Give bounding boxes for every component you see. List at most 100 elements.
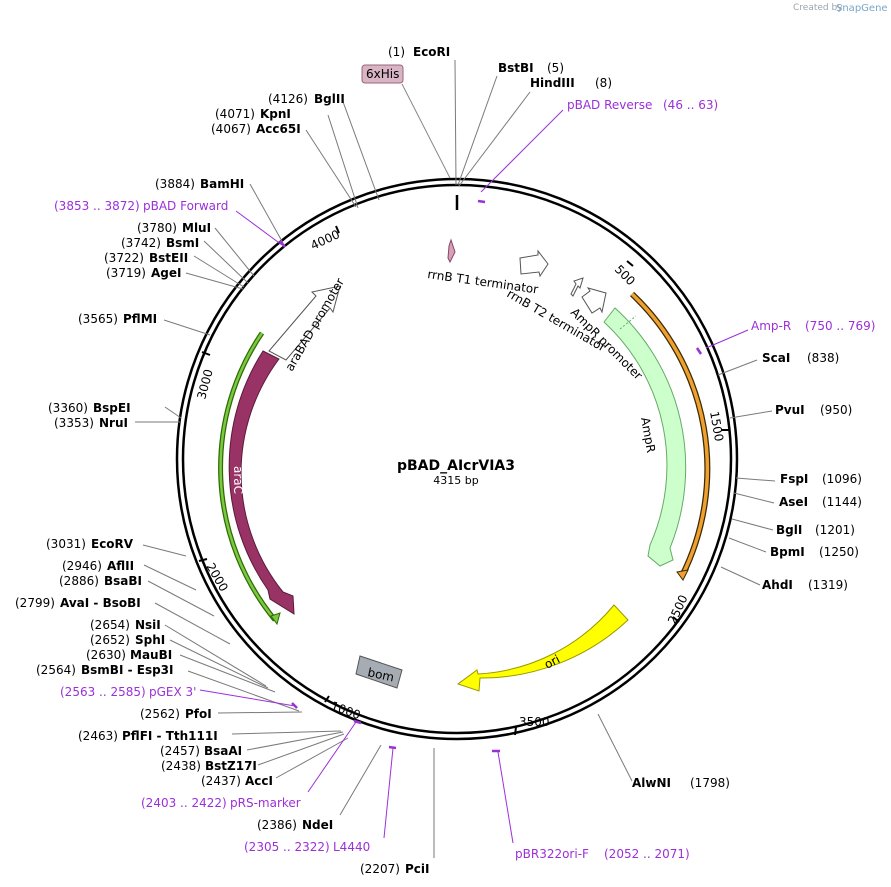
bamhi-name: BamHI (200, 177, 244, 191)
pflfi-leader (231, 730, 342, 735)
pflmi-position: (3565) (78, 312, 118, 326)
tick-mark-3000 (198, 558, 208, 562)
l4440-name: L4440 (333, 840, 370, 854)
bsmi-leader (203, 240, 249, 284)
snapgene-branding: Created by SnapGene (793, 3, 888, 14)
ndei-position: (2386) (257, 818, 297, 832)
nsii-position: (2654) (90, 618, 130, 632)
scai-leader (717, 359, 758, 376)
pgex3-name: pGEX 3' (149, 685, 196, 699)
bgli-position: (1201) (815, 523, 855, 537)
aflii-leader (143, 564, 197, 591)
backbone-outer-ring (175, 177, 739, 741)
avai-name: AvaI - BsoBI (60, 596, 141, 610)
hindiii-position: (8) (595, 76, 612, 90)
pflfi-position: (2463) (78, 729, 118, 743)
agei-name: AgeI (151, 266, 181, 280)
acci-position: (2437) (201, 774, 241, 788)
ampr-orf-arrow (630, 292, 710, 577)
sphi-leader (169, 639, 269, 689)
arac-gene-arrow (228, 350, 295, 615)
pbad-reverse-leader (480, 109, 564, 193)
asei-name: AseI (779, 495, 808, 509)
bsmbi-position: (2564) (36, 663, 76, 677)
6xhis-marker (447, 238, 456, 264)
ecorv-name: EcoRV (91, 537, 134, 551)
ahdi-leader (720, 566, 761, 586)
maubi-leader (179, 654, 276, 693)
fspi-position: (1096) (822, 472, 862, 486)
l4440-marker (388, 745, 397, 750)
pvui-position: (950) (820, 403, 852, 417)
acc65i-name: Acc65I (256, 122, 301, 136)
asei-position: (1144) (822, 495, 862, 509)
ecorv-position: (3031) (46, 537, 86, 551)
pgex3-marker (291, 702, 298, 709)
pbr322ori-f-name: pBR322ori-F (515, 847, 589, 861)
avai-leader (154, 602, 231, 645)
plasmid-name: pBAD_AIcrVIA3 (397, 458, 515, 474)
amp-r-name: Amp-R (751, 319, 791, 333)
plasmid-size: 4315 bp (433, 474, 478, 487)
ndei-name: NdeI (302, 818, 333, 832)
asei-leader (733, 492, 775, 504)
pfoi-leader (217, 711, 303, 714)
bpmi-leader (728, 537, 767, 553)
tick-mark-500 (626, 260, 634, 267)
ndei-leader (339, 744, 382, 816)
mlui-position: (3780) (137, 221, 177, 235)
pbad-forward-name: pBAD Forward (143, 199, 228, 213)
pfoi-name: PfoI (185, 707, 212, 721)
bglii-leader (341, 98, 380, 201)
nsii-leader (164, 624, 267, 687)
amp-r-marker (695, 347, 703, 355)
prs-marker-name: pRS-marker (230, 796, 301, 810)
ampr-gene-arrow (603, 307, 687, 567)
bamhi-position: (3884) (155, 177, 195, 191)
alwni-position: (1798) (690, 776, 730, 790)
arac-label: araC (231, 466, 245, 494)
acc65i-leader (305, 129, 357, 208)
bpmi-name: BpmI (770, 545, 805, 559)
mlui-leader (214, 227, 255, 277)
tick-mark-2500 (324, 695, 330, 703)
bsteii-leader (193, 255, 245, 288)
hindiii-name: HindIII (530, 76, 575, 90)
pbr322ori-f-range: (2052 .. 2071) (604, 847, 690, 861)
ori-label: ori (542, 652, 562, 672)
tick-mark-2000 (514, 726, 517, 736)
amp-r-range: (750 .. 769) (805, 319, 875, 333)
bglii-position: (4126) (268, 92, 308, 106)
alwni-leader (597, 713, 633, 782)
bsmi-name: BsmI (166, 236, 199, 250)
prs-marker-marker (353, 719, 362, 725)
mlui-name: MluI (182, 221, 211, 235)
nsii-name: NsiI (135, 618, 161, 632)
kpni-name: KpnI (260, 107, 291, 121)
maubi-position: (2630) (86, 648, 126, 662)
bstbi-name: BstBI (498, 61, 534, 75)
pflmi-name: PflMI (123, 312, 157, 326)
pbr322ori-f-leader (497, 751, 514, 844)
bstz17i-leader (257, 733, 345, 766)
rrnb-t2-terminator-arrow (570, 277, 584, 297)
ecorv-leader (142, 544, 187, 557)
6xhis-label: 6xHis (366, 67, 399, 81)
sphi-position: (2652) (90, 633, 130, 647)
prs-marker-range: (2403 .. 2422) (141, 796, 227, 810)
acc65i-position: (4067) (211, 122, 251, 136)
scai-position: (838) (807, 351, 839, 365)
ahdi-name: AhdI (762, 578, 793, 592)
backbone (175, 177, 739, 741)
bsaai-name: BsaAI (204, 744, 242, 758)
sphi-name: SphI (135, 633, 165, 647)
maubi-name: MauBI (130, 648, 172, 662)
bsabi-name: BsaBI (104, 574, 142, 588)
kpni-leader (327, 114, 359, 209)
bgli-name: BglI (776, 523, 802, 537)
primer-leaders (199, 109, 749, 844)
prs-marker-leader (307, 721, 357, 793)
ampr-divider (619, 315, 637, 330)
pbad-forward-range: (3853 .. 3872) (54, 199, 140, 213)
pcii-position: (2207) (360, 862, 400, 876)
